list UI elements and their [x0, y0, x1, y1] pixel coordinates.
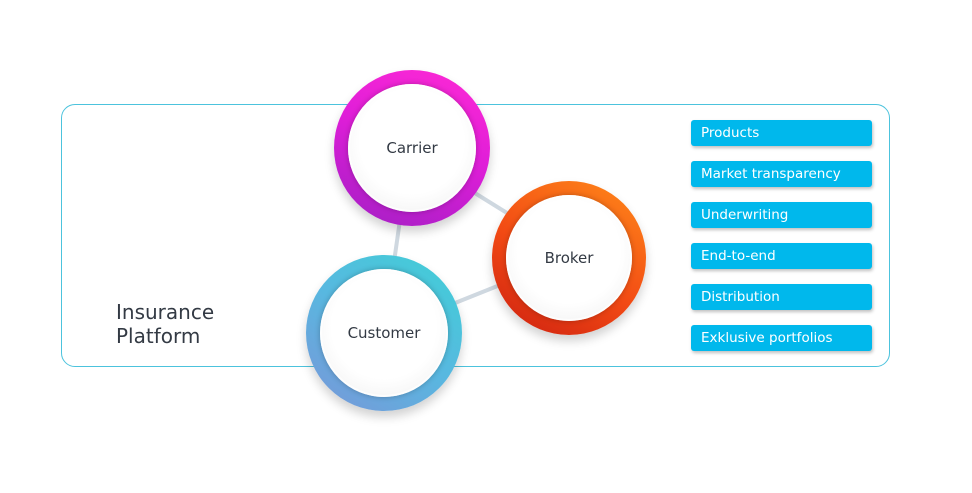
customer-node: Customer [306, 255, 462, 411]
feature-item-market-transparency: Market transparency [691, 161, 872, 187]
platform-label-line2: Platform [116, 324, 201, 348]
broker-node: Broker [492, 181, 646, 335]
customer-label: Customer [347, 324, 421, 342]
broker-label: Broker [544, 249, 594, 267]
feature-item-distribution: Distribution [691, 284, 872, 310]
customer-node-center: Customer [320, 269, 448, 397]
feature-list: Products Market transparency Underwritin… [691, 120, 872, 366]
feature-item-underwriting: Underwriting [691, 202, 872, 228]
platform-label-line1: Insurance [116, 300, 215, 324]
carrier-label: Carrier [386, 139, 438, 157]
platform-label: Insurance Platform [116, 300, 214, 348]
feature-item-exklusive-portfolios: Exklusive portfolios [691, 325, 872, 351]
feature-item-end-to-end: End-to-end [691, 243, 872, 269]
connector-broker-customer [449, 283, 501, 307]
carrier-node-center: Carrier [348, 84, 476, 212]
broker-node-center: Broker [506, 195, 632, 321]
carrier-node: Carrier [334, 70, 490, 226]
feature-item-products: Products [691, 120, 872, 146]
